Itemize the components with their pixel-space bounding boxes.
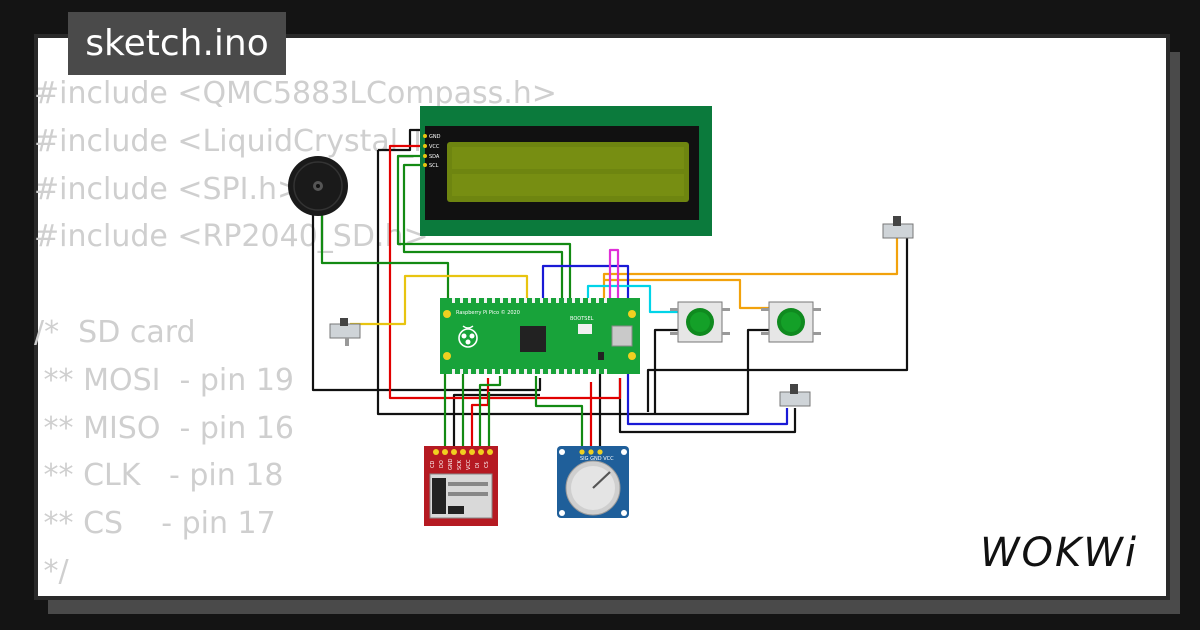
wire-gnd-switch <box>618 378 797 434</box>
wire-sd-di <box>478 376 502 450</box>
wire-switch-left <box>350 274 529 326</box>
code-line: #include <SPI.h> <box>34 171 303 207</box>
pico-pins-top <box>452 298 607 303</box>
wire-gnd-sd <box>452 393 540 450</box>
slide-switch-bottom-right[interactable] <box>779 384 811 407</box>
code-line: #include <RP2040_SD.h> <box>34 219 429 255</box>
slide-switch-top-right[interactable] <box>882 216 914 239</box>
wire-vcc-lcd <box>388 144 622 400</box>
lcd-display[interactable]: GND VCC SDA SCL <box>420 106 712 236</box>
wire-gnd-main <box>376 128 770 416</box>
wire-switch-right <box>602 238 899 305</box>
lcd-pin-labels: GND VCC SDA SCL <box>423 134 441 169</box>
code-line: */ <box>34 553 69 589</box>
svg-text:VCC: VCC <box>466 459 472 470</box>
raspberry-logo-icon <box>458 325 478 348</box>
pushbutton-right[interactable] <box>761 301 821 343</box>
code-line: #include <QMC5883LCompass.h> <box>34 76 557 111</box>
code-line: ** CLK - pin 18 <box>34 458 284 494</box>
lcd-pin-scl: SCL <box>429 163 439 169</box>
usb-port <box>611 325 633 347</box>
pico-pins-bottom <box>452 369 607 374</box>
sketch-title-tag: sketch.ino <box>68 12 286 75</box>
pico-chip <box>520 326 546 352</box>
svg-text:SCK: SCK <box>457 459 463 470</box>
wire-button-right <box>604 278 770 310</box>
svg-text:DI: DI <box>475 463 481 468</box>
wire-pot-sig <box>534 376 584 450</box>
code-line: ** CS - pin 17 <box>34 506 276 542</box>
slide-switch-left[interactable] <box>329 318 361 346</box>
potentiometer[interactable]: SIG GND VCC <box>557 446 629 518</box>
wire-sda <box>396 154 572 305</box>
lcd-pin-sda: SDA <box>429 154 440 160</box>
svg-text:DO: DO <box>439 460 445 468</box>
bootsel-label: BOOTSEL <box>570 316 594 322</box>
wire-gnd-button <box>653 328 678 414</box>
pot-pin-labels: SIG GND VCC <box>580 456 614 462</box>
wire-scl <box>402 163 564 305</box>
svg-text:CS: CS <box>484 461 490 468</box>
code-line: /* SD card <box>34 314 196 350</box>
pico-label: Raspberry Pi Pico © 2020 <box>456 309 520 316</box>
lcd-pin-vcc: VCC <box>429 144 440 150</box>
wokwi-logo: WOKWi <box>980 530 1138 576</box>
wire-button-left <box>586 284 678 314</box>
wire-buzzer-sig <box>320 215 450 305</box>
sd-card-module[interactable]: CD DO GND SCK VCC DI CS <box>424 446 498 526</box>
svg-text:CD: CD <box>430 461 436 468</box>
svg-text:GND: GND <box>448 458 454 470</box>
pushbutton-left[interactable] <box>670 301 730 343</box>
code-preview: #include <QMC5883LCompass.h>#include <Li… <box>34 70 557 596</box>
code-line: ** MISO - pin 16 <box>34 410 294 446</box>
sd-pin-labels: CD DO GND SCK VCC DI CS <box>430 458 490 470</box>
buzzer[interactable] <box>288 156 348 216</box>
wire-magenta <box>608 248 620 305</box>
lcd-pin-gnd: GND <box>429 134 441 140</box>
code-line: ** MOSI - pin 19 <box>34 362 294 398</box>
svg-text:WOKWi: WOKWi <box>980 530 1138 576</box>
wire-switch-top <box>646 238 909 412</box>
raspberry-pi-pico[interactable]: Raspberry Pi Pico © 2020 BOOTSEL <box>440 298 640 374</box>
bootsel-button[interactable] <box>578 324 592 334</box>
